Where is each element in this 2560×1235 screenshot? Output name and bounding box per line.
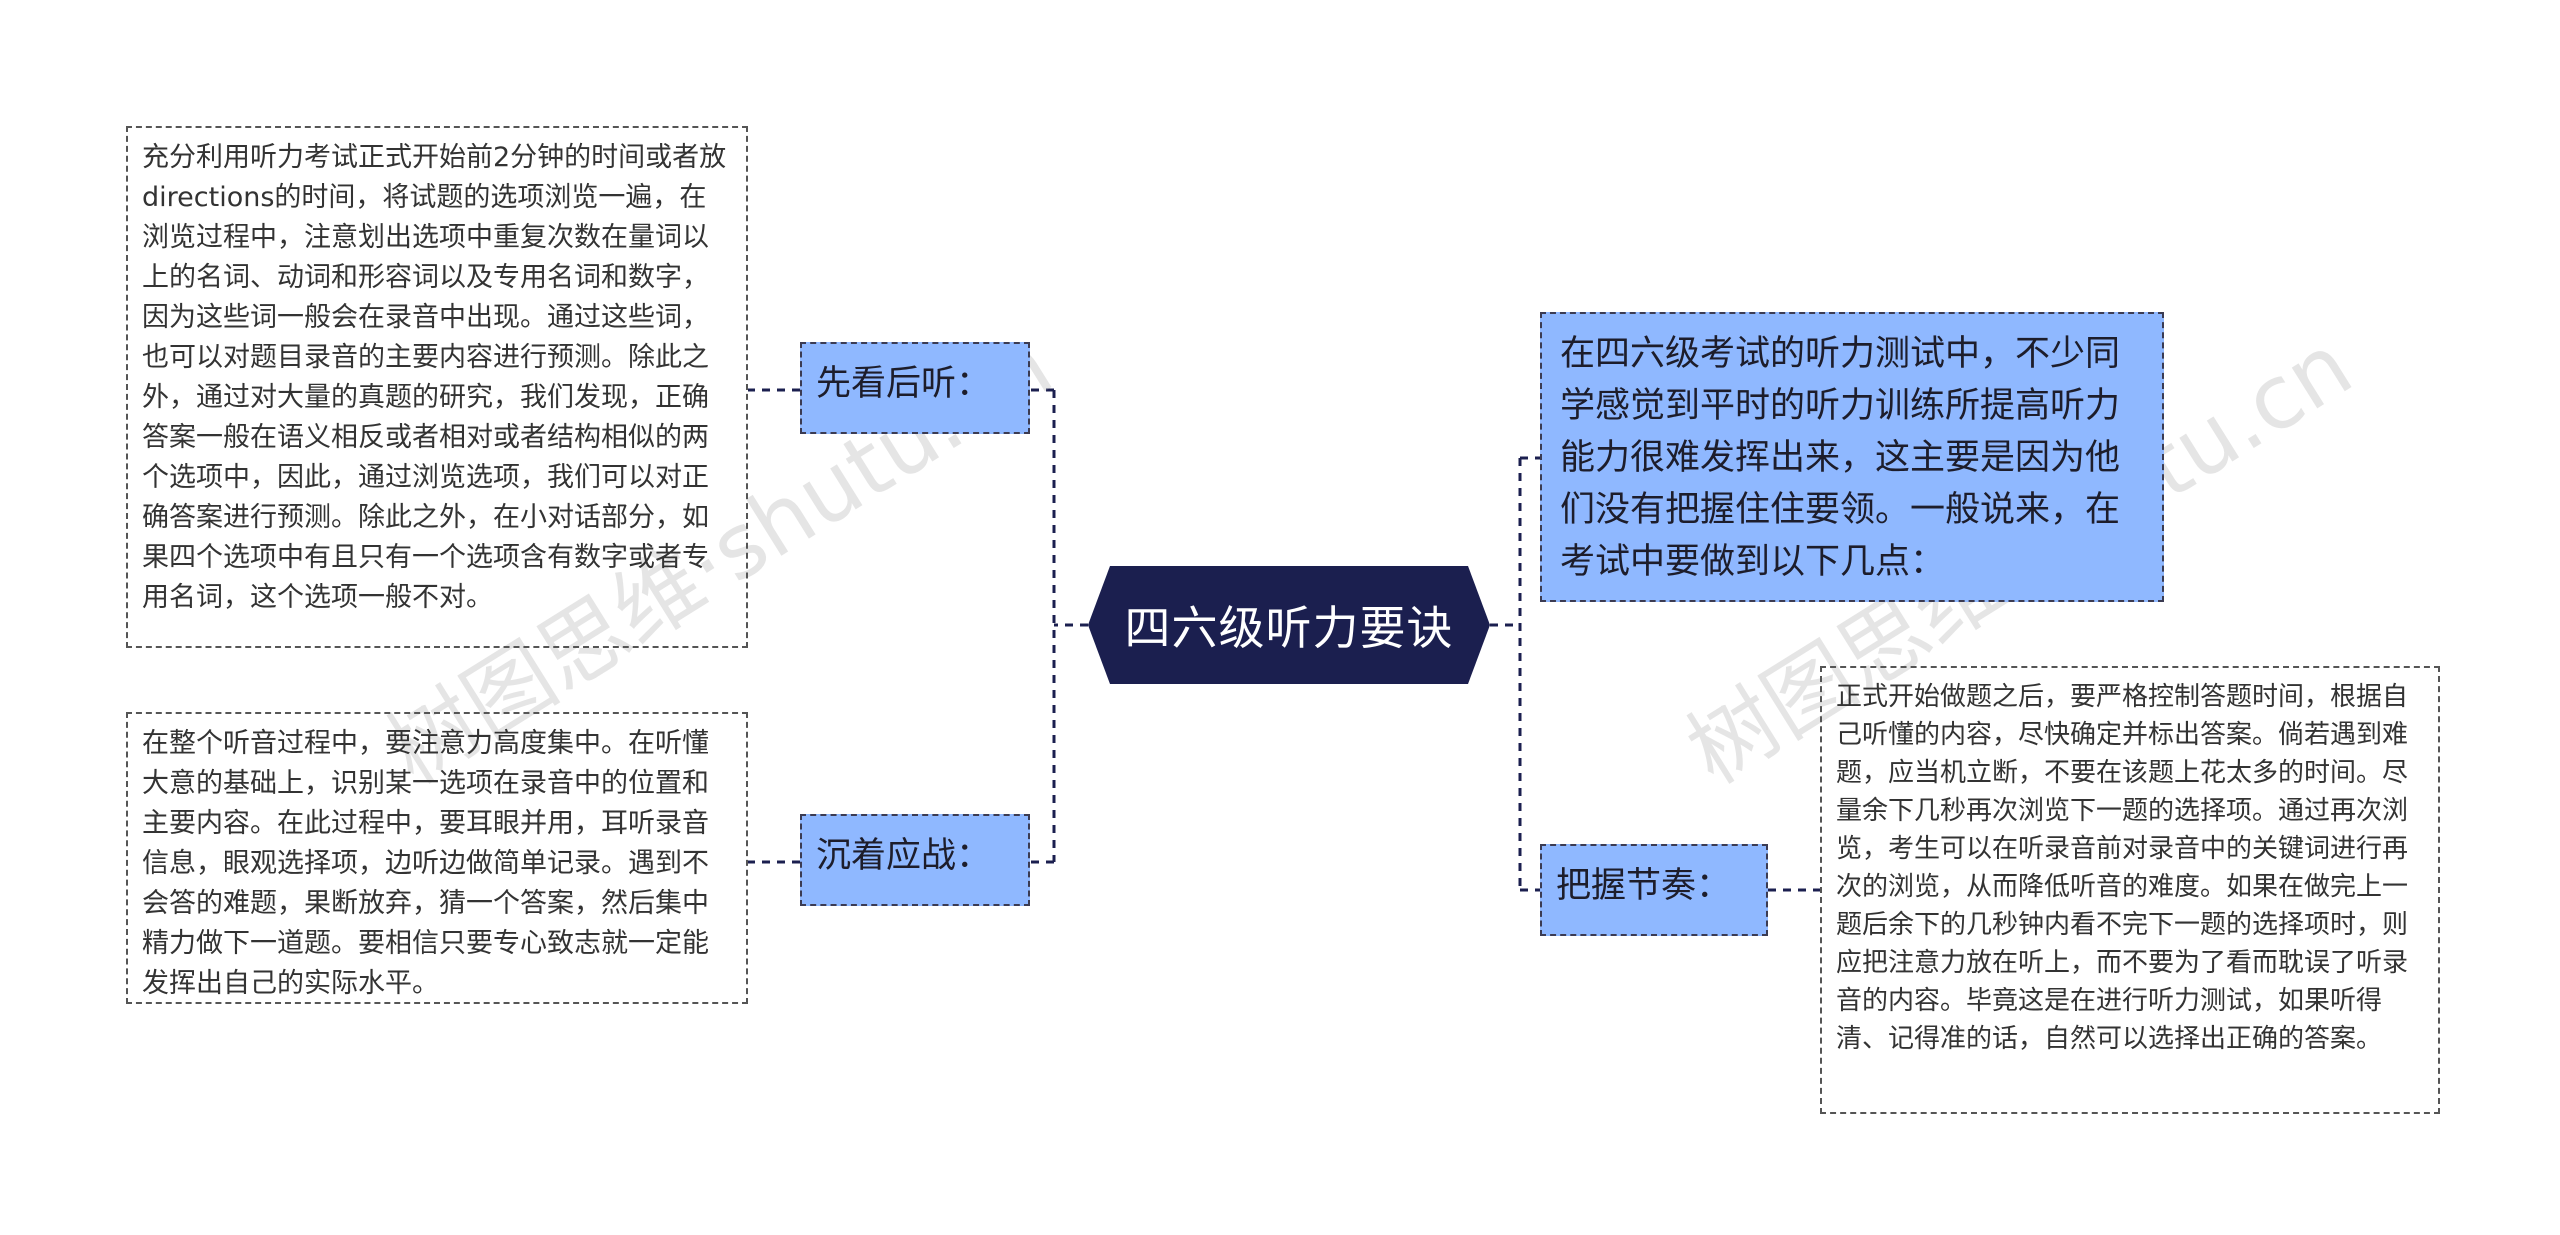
branch-look-then-listen[interactable]: 先看后听： xyxy=(800,342,1030,434)
center-topic[interactable]: 四六级听力要诀 xyxy=(1088,566,1490,684)
branch-stay-calm[interactable]: 沉着应战： xyxy=(800,814,1030,906)
branch-intro[interactable]: 在四六级考试的听力测试中，不少同学感觉到平时的听力训练所提高听力能力很难发挥出来… xyxy=(1540,312,2164,602)
branch-control-rhythm[interactable]: 把握节奏： xyxy=(1540,844,1768,936)
left-detail-2: 在整个听音过程中，要注意力高度集中。在听懂大意的基础上，识别某一选项在录音中的位… xyxy=(126,712,748,1004)
center-hexagon-shape xyxy=(1088,566,1490,684)
center-topic-label: 四六级听力要诀 xyxy=(1124,601,1454,655)
left-detail-1: 充分利用听力考试正式开始前2分钟的时间或者放directions的时间，将试题的… xyxy=(126,126,748,648)
right-detail-rhythm: 正式开始做题之后，要严格控制答题时间，根据自己听懂的内容，尽快确定并标出答案。倘… xyxy=(1820,666,2440,1114)
